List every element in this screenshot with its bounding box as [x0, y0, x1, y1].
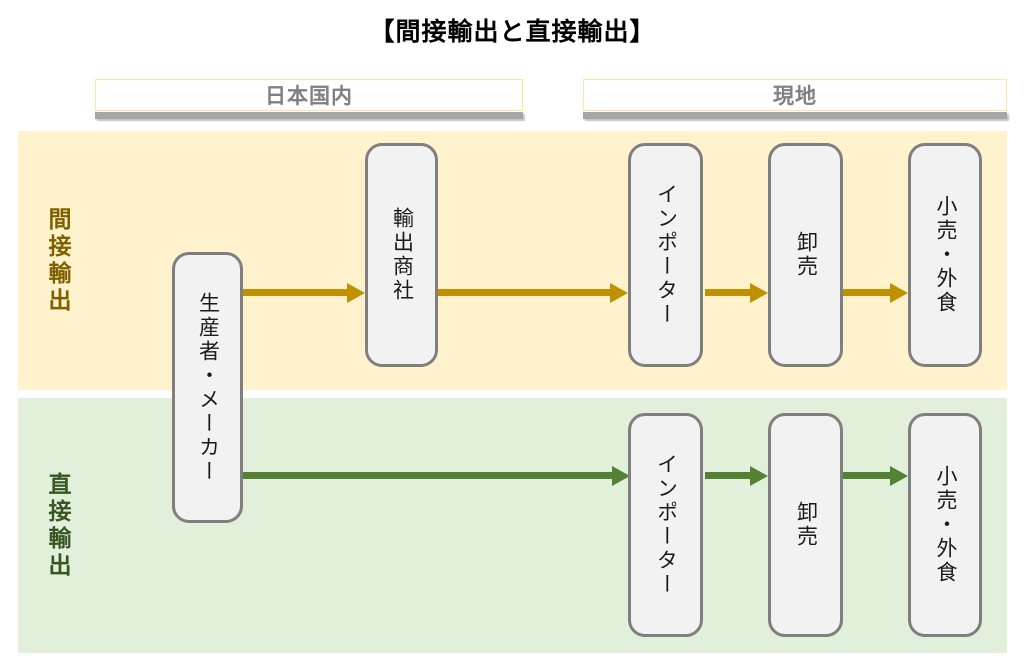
arrow-wholesaler-to-retail-direct [843, 472, 890, 479]
arrow-producer-to-trading-company [243, 289, 347, 296]
region-underline-domestic [95, 112, 523, 119]
region-header-overseas: 現地 [583, 79, 1007, 111]
arrow-wholesaler-to-retail-indirect [843, 289, 890, 296]
region-header-overseas-label: 現地 [773, 85, 817, 108]
arrow-producer-to-importer-direct [243, 472, 612, 479]
node-retail-foodservice-direct: 小売・外食 [908, 413, 982, 637]
region-underline-overseas [583, 112, 1007, 119]
lane-direct-export [18, 398, 1007, 653]
node-wholesaler-indirect: 卸売 [768, 143, 843, 367]
node-retail-foodservice-indirect: 小売・外食 [908, 143, 982, 367]
arrow-importer-to-wholesaler-indirect [705, 289, 750, 296]
region-header-domestic-label: 日本国内 [265, 85, 353, 108]
lane-label-direct-export: 直接輸出 [45, 471, 71, 580]
node-producer: 生産者・メーカー [172, 252, 243, 523]
node-export-trading-company: 輸出商社 [365, 143, 438, 367]
diagram-title: 【間接輸出と直接輸出】 [369, 18, 656, 46]
region-header-domestic: 日本国内 [95, 79, 523, 111]
node-wholesaler-direct: 卸売 [768, 413, 843, 637]
lane-indirect-export [18, 131, 1007, 390]
node-importer-direct: インポーター [628, 413, 703, 637]
arrow-importer-to-wholesaler-direct [705, 472, 750, 479]
arrow-trading-company-to-importer [438, 289, 610, 296]
lane-label-indirect-export: 間接輸出 [45, 206, 71, 315]
node-importer-indirect: インポーター [628, 143, 703, 367]
